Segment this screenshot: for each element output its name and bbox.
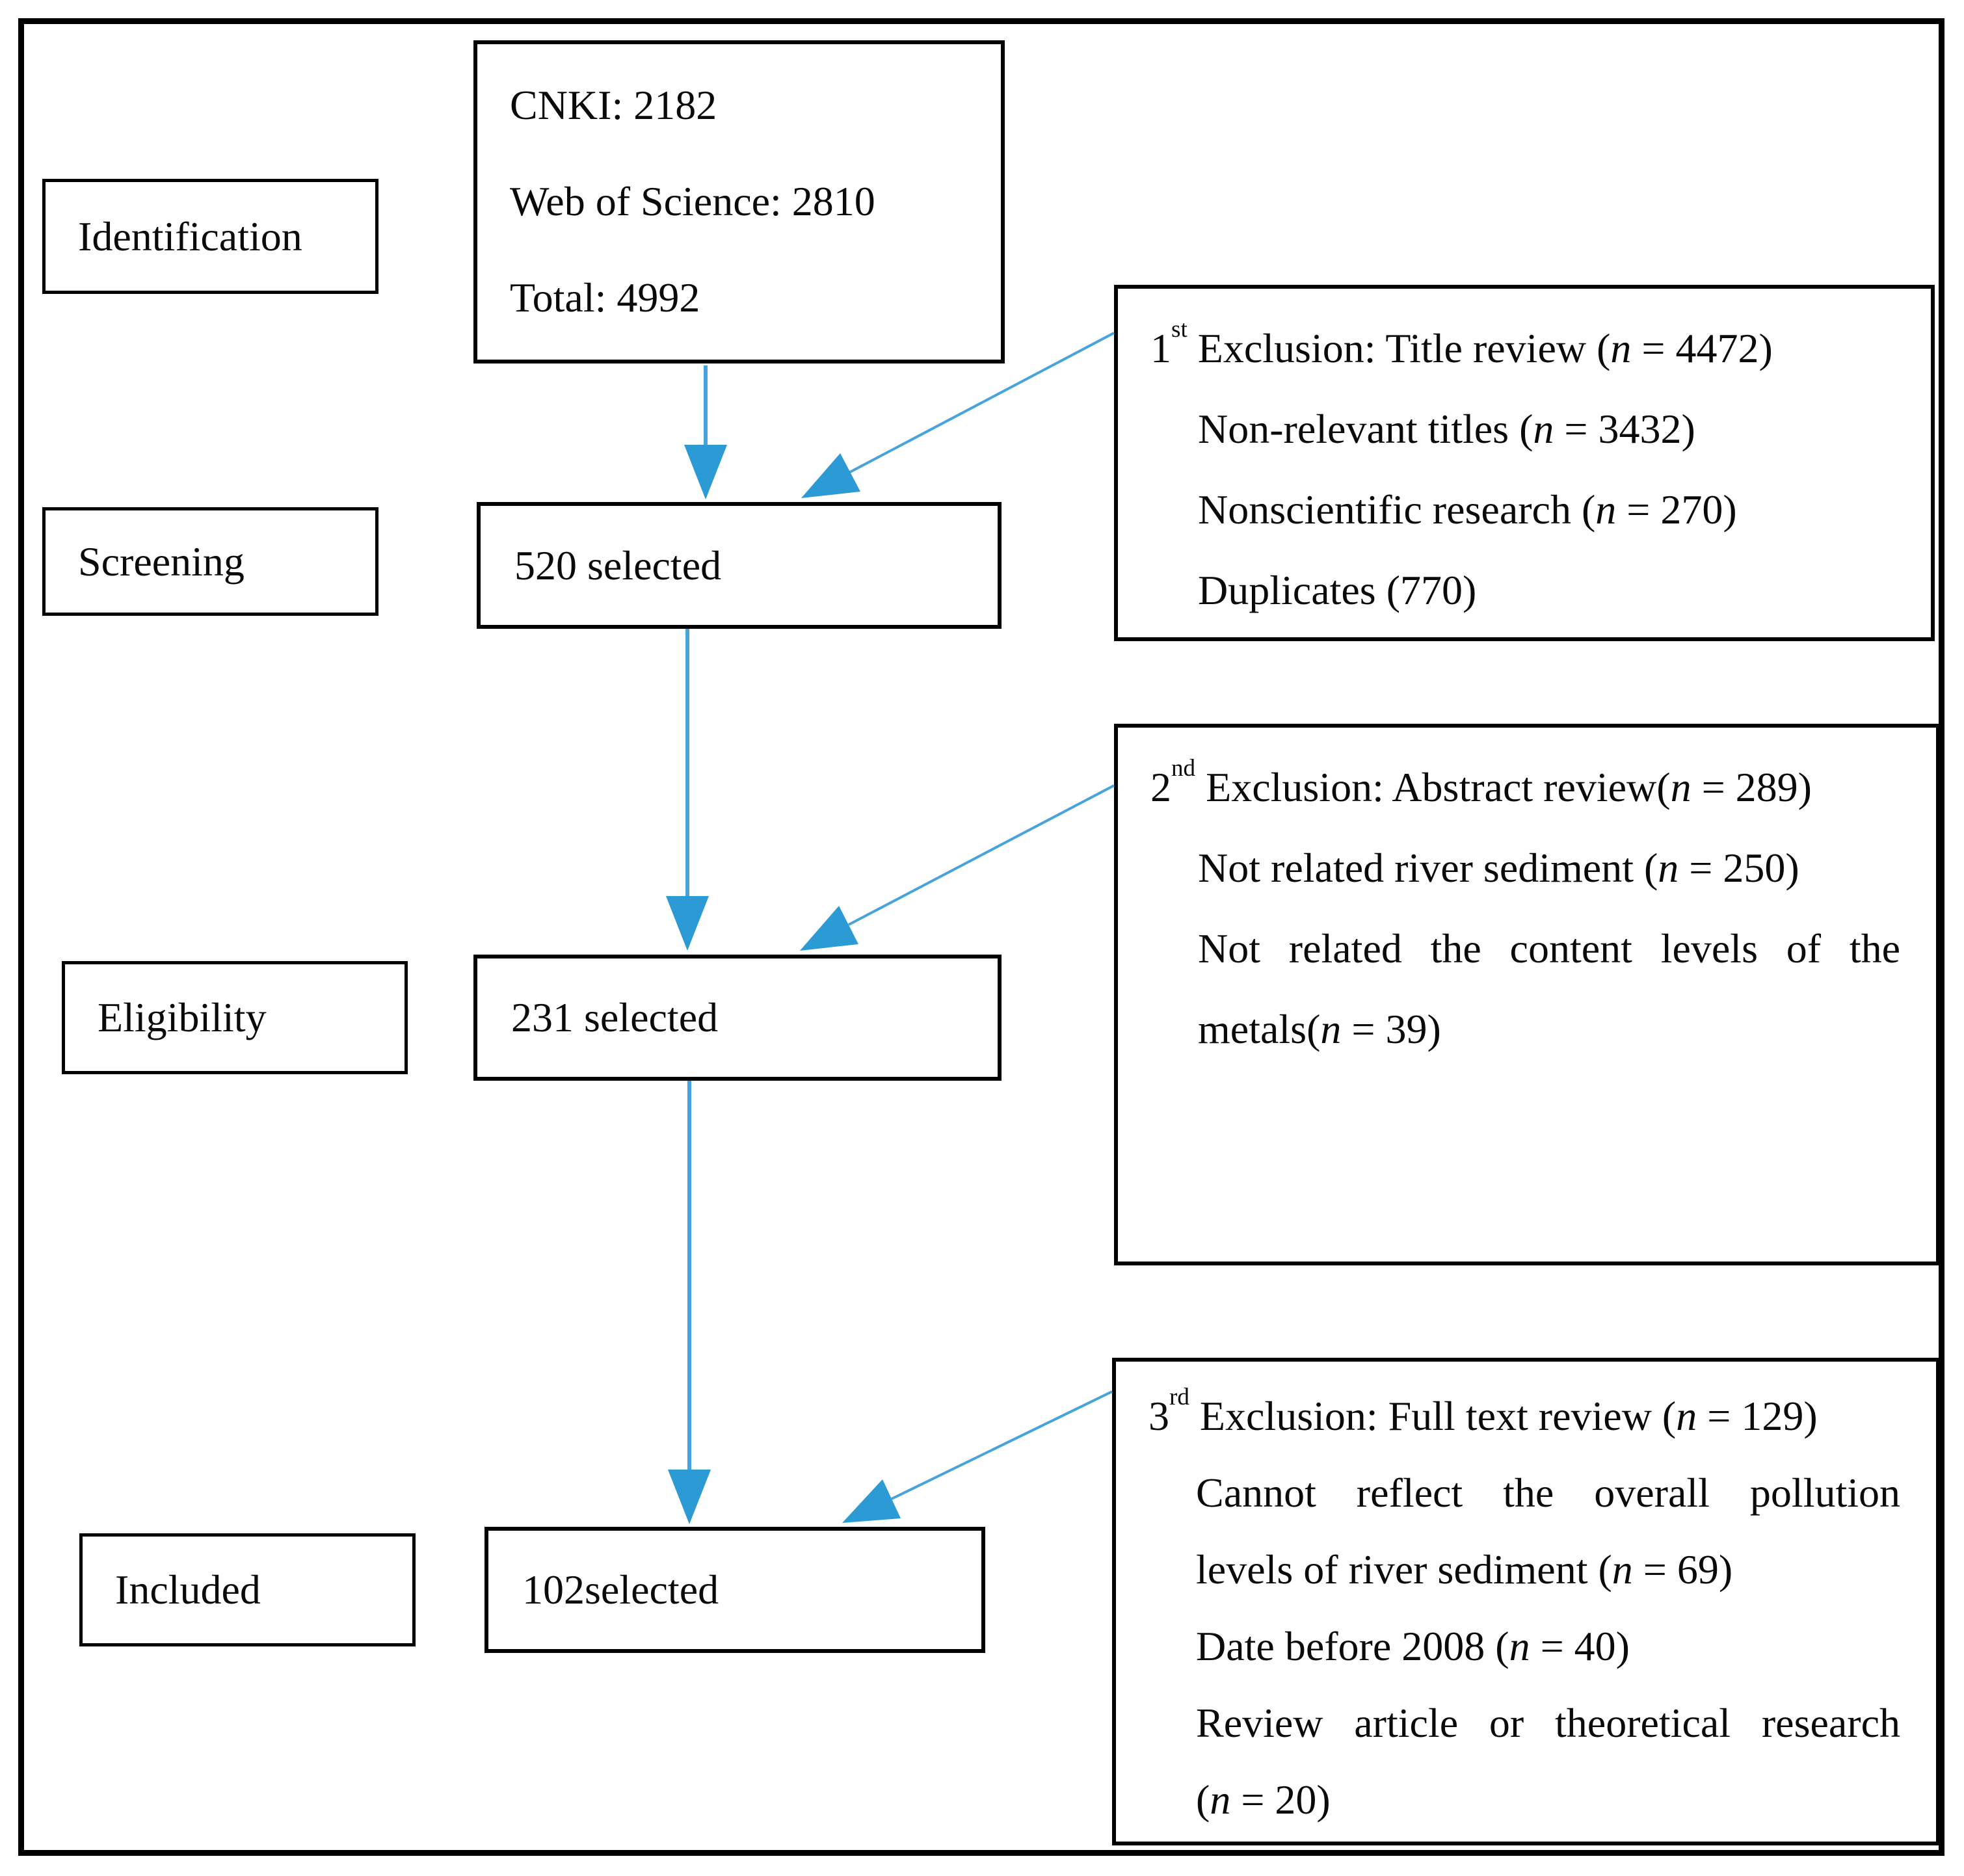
exclusion-box-3: 3rd Exclusion: Full text review (n = 129… (1112, 1358, 1940, 1845)
exclusion-item: Duplicates (770) (1198, 567, 1477, 613)
stage-box-eligibility: Eligibility (62, 961, 408, 1074)
exclusion-item: Not related river sediment (n = 250) (1198, 845, 1799, 891)
exclusion-item: Not related the content levels of the (1198, 925, 1900, 971)
exclusion-item: Cannot reflect the overall pollution (1196, 1470, 1900, 1516)
diagram-border (18, 18, 1944, 1856)
flow-box-102-selected: 102selected (484, 1527, 985, 1653)
exclusion-item: Date before 2008 (n = 40) (1196, 1623, 1630, 1669)
exclusion-item: levels of river sediment (n = 69) (1196, 1546, 1733, 1592)
exclusion-item: Nonscientific research (n = 270) (1198, 486, 1737, 533)
exclusion-box-1: 1st Exclusion: Title review (n = 4472) N… (1114, 285, 1935, 641)
selected-count-label: 520 selected (514, 542, 722, 588)
flow-box-231-selected: 231 selected (473, 955, 1002, 1081)
selected-count-label: 102selected (522, 1566, 719, 1613)
exclusion-item: (n = 20) (1196, 1777, 1331, 1823)
stage-box-included: Included (79, 1533, 416, 1646)
stage-label-identification: Identification (78, 213, 302, 259)
stage-label-screening: Screening (78, 538, 245, 585)
exclusion-item: Non-relevant titles (n = 3432) (1198, 406, 1695, 452)
stage-label-eligibility: Eligibility (98, 994, 267, 1040)
exclusion-items: Not related river sediment (n = 250) Not … (1150, 828, 1900, 1070)
flow-box-sources: CNKI: 2182 Web of Science: 2810 Total: 4… (473, 40, 1005, 363)
exclusion-box-2: 2nd Exclusion: Abstract review(n = 289) … (1114, 724, 1940, 1265)
exclusion-item: metals(n = 39) (1198, 1006, 1441, 1052)
exclusion-item: Review article or theoretical research (1196, 1700, 1900, 1746)
source-line-total: Total: 4992 (510, 274, 700, 321)
exclusion-title: 1st Exclusion: Title review (n = 4472) (1150, 315, 1773, 371)
stage-box-identification: Identification (42, 179, 378, 294)
exclusion-items: Non-relevant titles (n = 3432) Nonscienti… (1150, 389, 1895, 631)
exclusion-title: 3rd Exclusion: Full text review (n = 129… (1148, 1383, 1818, 1439)
selected-count-label: 231 selected (511, 994, 719, 1040)
stage-box-screening: Screening (42, 507, 378, 616)
flow-box-520-selected: 520 selected (477, 502, 1002, 629)
exclusion-title: 2nd Exclusion: Abstract review(n = 289) (1150, 754, 1812, 810)
stage-label-included: Included (115, 1566, 261, 1613)
exclusion-items: Cannot reflect the overall pollution leve… (1148, 1455, 1900, 1838)
source-line-cnki: CNKI: 2182 (510, 82, 717, 128)
source-line-wos: Web of Science: 2810 (510, 178, 875, 224)
